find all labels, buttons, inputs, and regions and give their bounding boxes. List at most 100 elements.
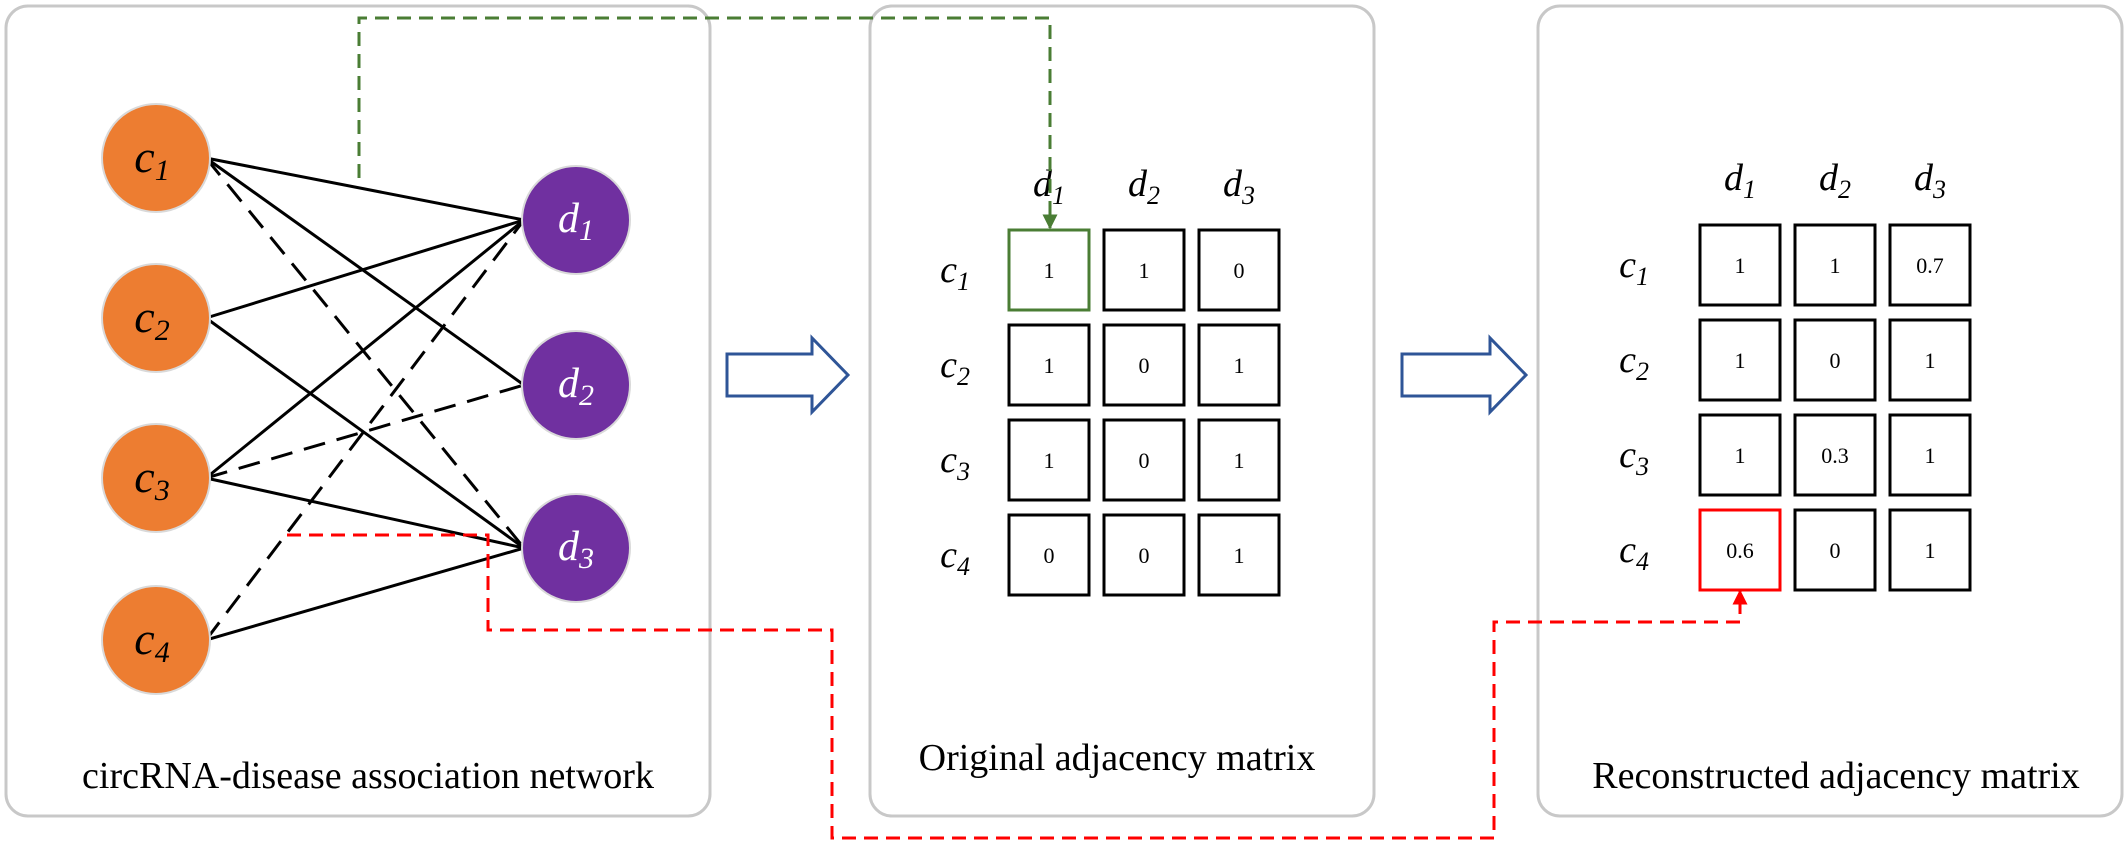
network-nodes: c1 c2 c3 c4 d1 d2 d3 (101, 103, 631, 695)
column-label: d1 (1033, 163, 1065, 210)
column-label: d3 (1223, 163, 1255, 210)
matrix-cell (1888, 318, 1972, 402)
original-matrix-panel (868, 4, 1376, 818)
matrix-cell (1102, 418, 1186, 502)
circrna-node: c1 (101, 103, 211, 213)
matrix-cell-value: 1 (1044, 353, 1055, 378)
row-label: c4 (940, 534, 970, 581)
row-label: c1 (940, 249, 970, 296)
network-edges (204, 156, 526, 642)
disease-node: d3 (521, 493, 631, 603)
column-label: d3 (1914, 157, 1946, 204)
reconstructed-matrix: d1 d2 d3 c1 c2 c3 c4 1 1 0.7 1 0 1 1 0.3 1 0.6 0 1 (1619, 157, 1972, 592)
highlighted-matrix-cell (1007, 228, 1091, 312)
matrix-cell (1007, 418, 1091, 502)
original-matrix: d1 d2 d3 c1 c2 c3 c4 1 1 0 1 0 1 1 0 1 0 0 1 (940, 163, 1281, 597)
green-mapping-connector (357, 16, 1058, 230)
circrna-node-label: c1 (134, 131, 169, 187)
known-association-edge (205, 156, 525, 222)
matrix-cell-value: 1 (1044, 258, 1055, 283)
matrix-cell (1793, 508, 1877, 592)
matrix-cell-value: 1 (1830, 253, 1841, 278)
circrna-node-label: c2 (134, 291, 169, 347)
red-mapping-connector (287, 533, 1748, 840)
circrna-node: c3 (101, 423, 211, 533)
matrix-cell-value: 0 (1830, 348, 1841, 373)
matrix-cell-value: 1 (1735, 253, 1746, 278)
matrix-cell-value: 0.3 (1821, 443, 1849, 468)
circrna-node-circle (101, 263, 211, 373)
matrix-cell-value: 1 (1925, 538, 1936, 563)
disease-node-label: d1 (558, 196, 594, 247)
transform-arrow-2 (1400, 334, 1529, 416)
reconstructed-matrix-panel (1536, 4, 2124, 818)
row-label: c2 (1619, 339, 1649, 386)
matrix-cell-value: 1 (1234, 543, 1245, 568)
matrix-cell (1888, 413, 1972, 497)
column-label: d2 (1819, 157, 1851, 204)
disease-node-circle (521, 165, 631, 275)
transform-arrow-1 (725, 334, 851, 416)
matrix-cell (1888, 223, 1972, 307)
matrix-cell-value: 1 (1234, 448, 1245, 473)
matrix-cell-value: 0 (1234, 258, 1245, 283)
matrix-cell-value: 1 (1925, 348, 1936, 373)
matrix-cell (1698, 413, 1782, 497)
highlighted-matrix-cell (1698, 508, 1782, 592)
row-label: c4 (1619, 529, 1649, 576)
disease-node-circle (521, 493, 631, 603)
matrix-cell (1102, 228, 1186, 312)
matrix-cell-value: 0 (1139, 448, 1150, 473)
row-label: c2 (940, 344, 970, 391)
matrix-cell (1007, 513, 1091, 597)
unknown-association-edge (205, 383, 525, 480)
disease-node-circle (521, 330, 631, 440)
known-association-edge (205, 546, 525, 642)
matrix-cell (1197, 323, 1281, 407)
matrix-cell (1197, 228, 1281, 312)
circrna-node-circle (101, 423, 211, 533)
network-caption: circRNA-disease association network (82, 755, 654, 797)
matrix-cell-value: 1 (1044, 448, 1055, 473)
disease-node: d2 (521, 330, 631, 440)
circrna-node-circle (101, 585, 211, 695)
matrix-cell-value: 0 (1139, 353, 1150, 378)
disease-node-label: d3 (558, 524, 594, 575)
matrix-cell-value: 1 (1735, 348, 1746, 373)
matrix-cell (1888, 508, 1972, 592)
matrix-cell-value: 0 (1139, 543, 1150, 568)
matrix-cell-value: 1 (1234, 353, 1245, 378)
matrix-cell-value: 0.7 (1916, 253, 1944, 278)
disease-node: d1 (521, 165, 631, 275)
matrix-cell (1793, 318, 1877, 402)
row-label: c1 (1619, 244, 1649, 291)
reconstructed-matrix-caption: Reconstructed adjacency matrix (1592, 755, 2079, 797)
matrix-cell-value: 1 (1735, 443, 1746, 468)
column-label: d2 (1128, 163, 1160, 210)
row-label: c3 (940, 439, 970, 486)
column-label: d1 (1724, 157, 1756, 204)
circrna-node-label: c4 (134, 613, 169, 669)
known-association-edge (205, 218, 525, 320)
disease-node-label: d2 (558, 361, 594, 412)
matrix-cell (1102, 513, 1186, 597)
matrix-cell-value: 0 (1044, 543, 1055, 568)
matrix-cell-value: 0.6 (1726, 538, 1754, 563)
row-label: c3 (1619, 434, 1649, 481)
matrix-cell (1197, 418, 1281, 502)
matrix-cell-value: 1 (1925, 443, 1936, 468)
circrna-node: c2 (101, 263, 211, 373)
original-matrix-caption: Original adjacency matrix (919, 737, 1316, 779)
matrix-cell (1698, 318, 1782, 402)
known-association-edge (205, 316, 525, 550)
matrix-cell (1102, 323, 1186, 407)
unknown-association-edge (204, 157, 526, 549)
matrix-cell (1793, 413, 1877, 497)
unknown-association-edge (204, 219, 526, 641)
circrna-node-label: c3 (134, 451, 169, 507)
matrix-cell (1698, 223, 1782, 307)
matrix-cell-value: 1 (1139, 258, 1150, 283)
matrix-cell-value: 0 (1830, 538, 1841, 563)
circrna-node-circle (101, 103, 211, 213)
